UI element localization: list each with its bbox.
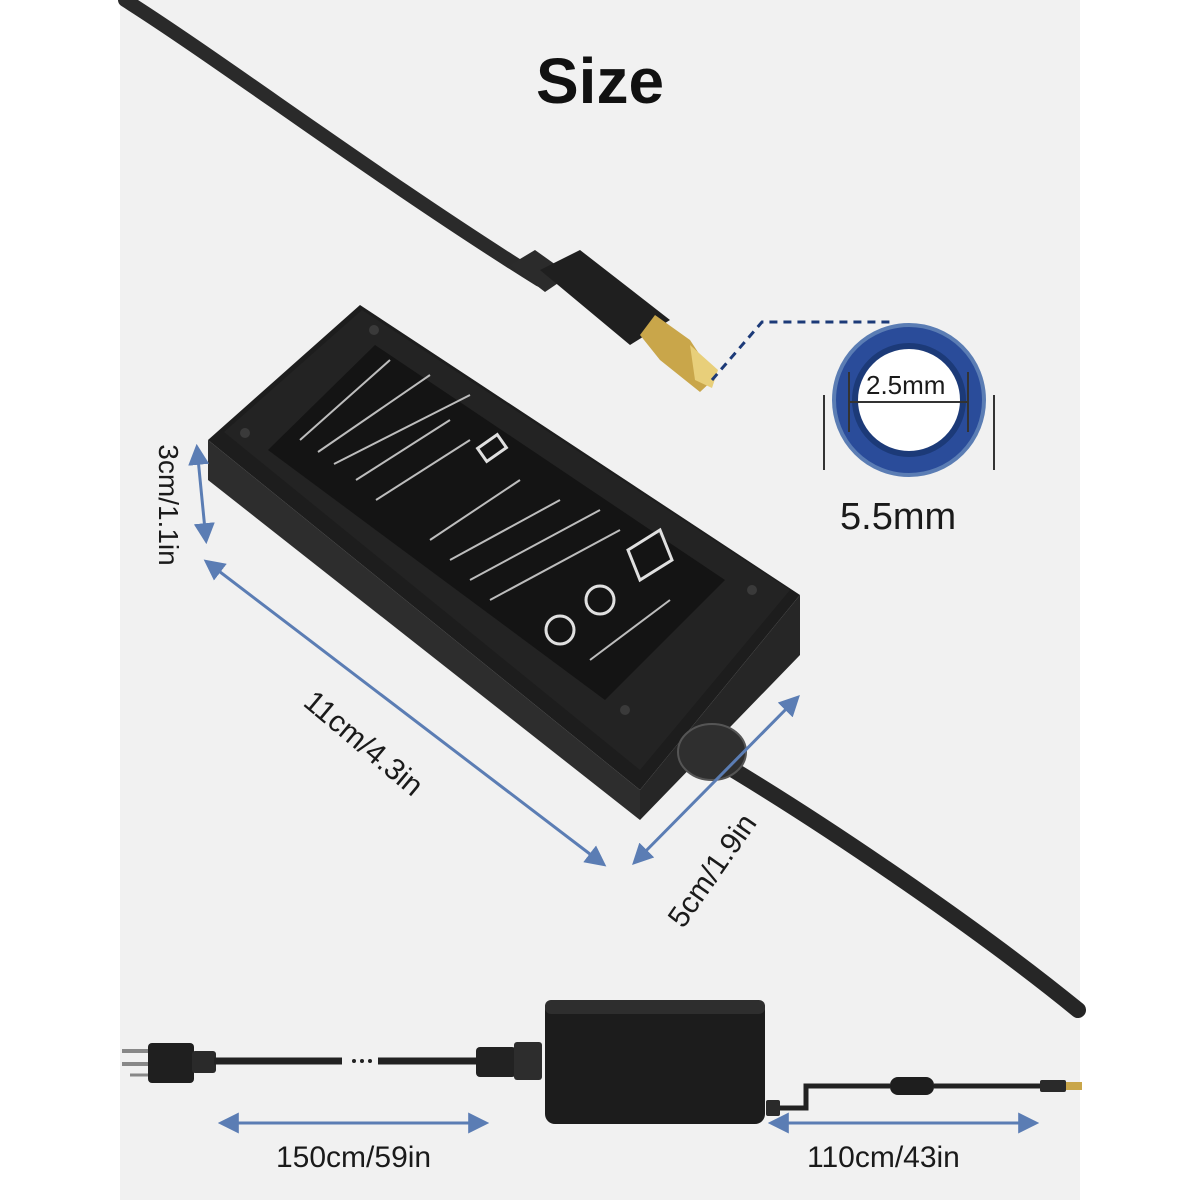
outer-diameter-label: 5.5mm [840, 496, 957, 538]
dimension-arrows [188, 443, 1040, 1134]
connector-leader-line [710, 320, 892, 381]
dc-output-cable [692, 742, 1086, 1018]
full-cable-view [122, 1000, 1082, 1124]
ac-cable-length-label: 150cm/59in [276, 1141, 432, 1174]
inner-diameter-label: 2.5mm [866, 370, 946, 400]
page-title: Size [535, 45, 665, 117]
dc-cable-length-label: 110cm/43in [807, 1141, 960, 1174]
dc-plug [510, 250, 718, 392]
dc-cable-top [118, 0, 547, 287]
height-dimension-label: 3cm/1.1in [153, 444, 184, 566]
connector-ring [823, 323, 995, 477]
